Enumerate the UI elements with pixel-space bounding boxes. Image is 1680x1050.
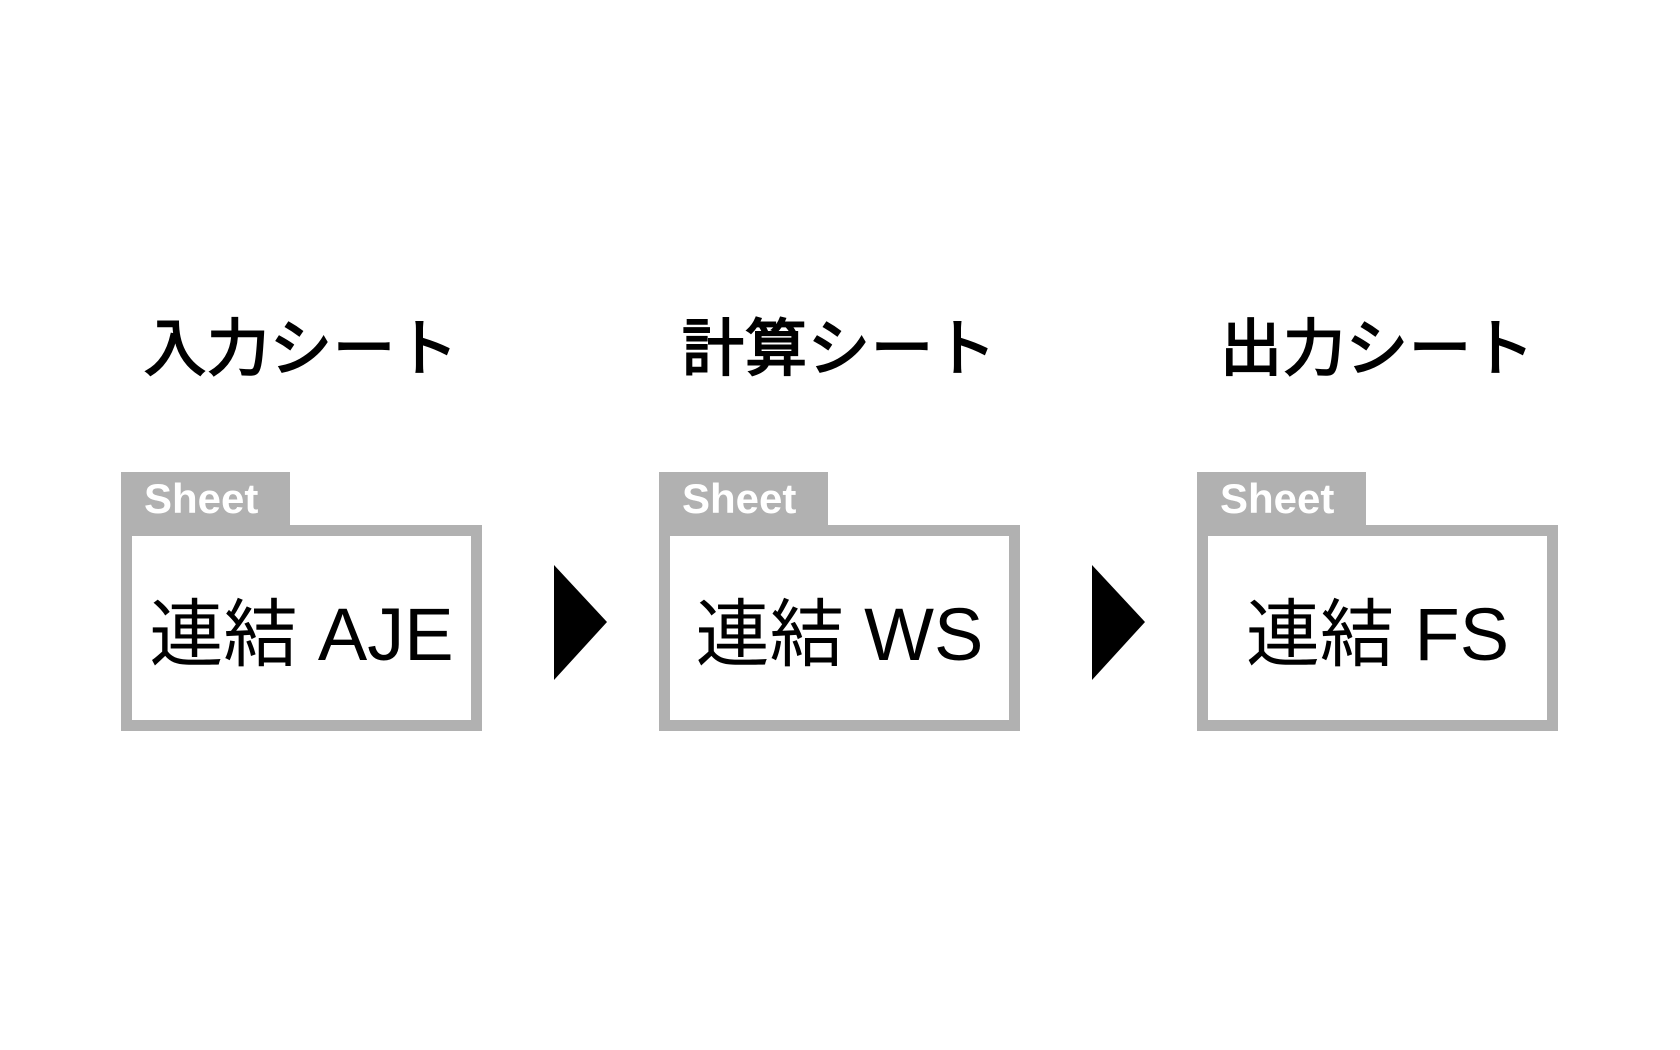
column-header-calculation: 計算シート [681, 315, 997, 384]
folder-tab: Sheet [121, 472, 290, 525]
folder-body: 連結 FS [1197, 525, 1558, 731]
arrow-right-icon [554, 565, 607, 680]
arrow-right-icon [1092, 565, 1145, 680]
folder-body: 連結 WS [659, 525, 1020, 731]
sheet-name: 連結 AJE [149, 592, 454, 676]
sheet-folder-input: Sheet 連結 AJE [121, 472, 482, 731]
sheet-name: 連結 FS [1245, 592, 1510, 676]
folder-tab: Sheet [659, 472, 828, 525]
sheet-folder-output: Sheet 連結 FS [1197, 472, 1558, 731]
sheet-name: 連結 WS [695, 592, 984, 676]
column-header-output: 出力シート [1219, 315, 1535, 384]
folder-tab-label: Sheet [682, 475, 797, 522]
folder-tab-label: Sheet [144, 475, 259, 522]
folder-tab: Sheet [1197, 472, 1366, 525]
sheet-folder-calculation: Sheet 連結 WS [659, 472, 1020, 731]
folder-tab-label: Sheet [1220, 475, 1335, 522]
folder-body: 連結 AJE [121, 525, 482, 731]
column-header-input: 入力シート [143, 315, 459, 384]
